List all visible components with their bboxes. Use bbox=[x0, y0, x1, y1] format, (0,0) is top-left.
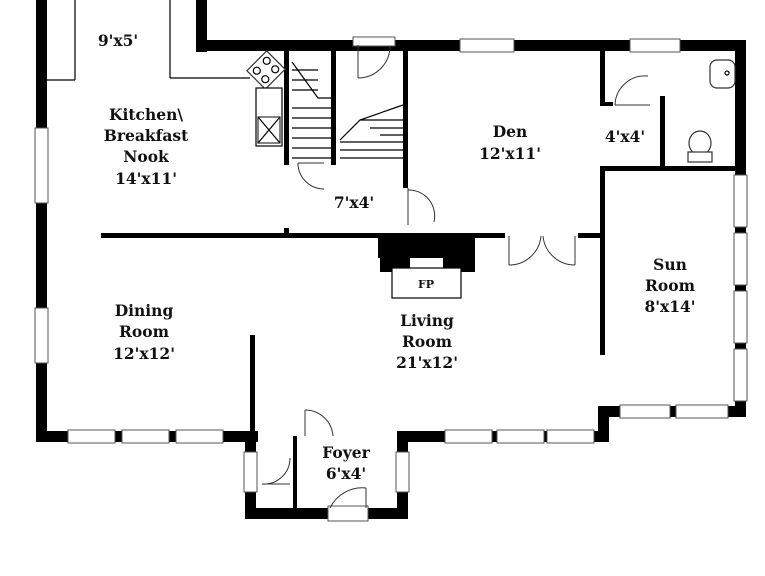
dining-room-name-line-2: Room bbox=[119, 322, 170, 341]
hall-size: 7'x4' bbox=[334, 193, 374, 212]
living-room-name-line-1: Living bbox=[400, 311, 454, 330]
foyer-name: Foyer bbox=[322, 443, 370, 462]
living-room-size: 21'x12' bbox=[396, 353, 458, 372]
door-swing-icon bbox=[261, 36, 650, 522]
kitchen-name-line-3: Nook bbox=[123, 147, 169, 166]
den-name: Den bbox=[493, 122, 528, 141]
kitchen-size: 14'x11' bbox=[115, 169, 177, 188]
stove-icon bbox=[246, 50, 286, 90]
room-labels: 9'x5' Kitchen\ Breakfast Nook 14'x11' De… bbox=[98, 31, 696, 483]
foyer-size: 6'x4' bbox=[326, 464, 366, 483]
sink-icon bbox=[257, 116, 281, 144]
kitchen-name-line-2: Breakfast bbox=[104, 126, 189, 145]
bathtub-icon bbox=[709, 59, 736, 89]
toilet-icon bbox=[687, 130, 713, 163]
kitchen-alcove-outline bbox=[47, 0, 250, 81]
window-icon bbox=[34, 38, 748, 493]
den-size: 12'x11' bbox=[479, 144, 541, 163]
stairs-icon bbox=[291, 61, 404, 159]
kitchen-name-line-1: Kitchen\ bbox=[109, 105, 183, 124]
fireplace: FP bbox=[378, 236, 475, 299]
sun-room-size: 8'x14' bbox=[644, 297, 695, 316]
dining-room-size: 12'x12' bbox=[113, 344, 175, 363]
sun-room-name-line-2: Room bbox=[645, 276, 696, 295]
sun-room-name-line-1: Sun bbox=[653, 255, 687, 274]
bath-size: 4'x4' bbox=[605, 127, 645, 146]
kitchen-alcove-size: 9'x5' bbox=[98, 31, 138, 50]
fireplace-label: FP bbox=[418, 278, 434, 291]
living-room-name-line-2: Room bbox=[402, 332, 453, 351]
dining-room-name-line-1: Dining bbox=[115, 301, 174, 320]
